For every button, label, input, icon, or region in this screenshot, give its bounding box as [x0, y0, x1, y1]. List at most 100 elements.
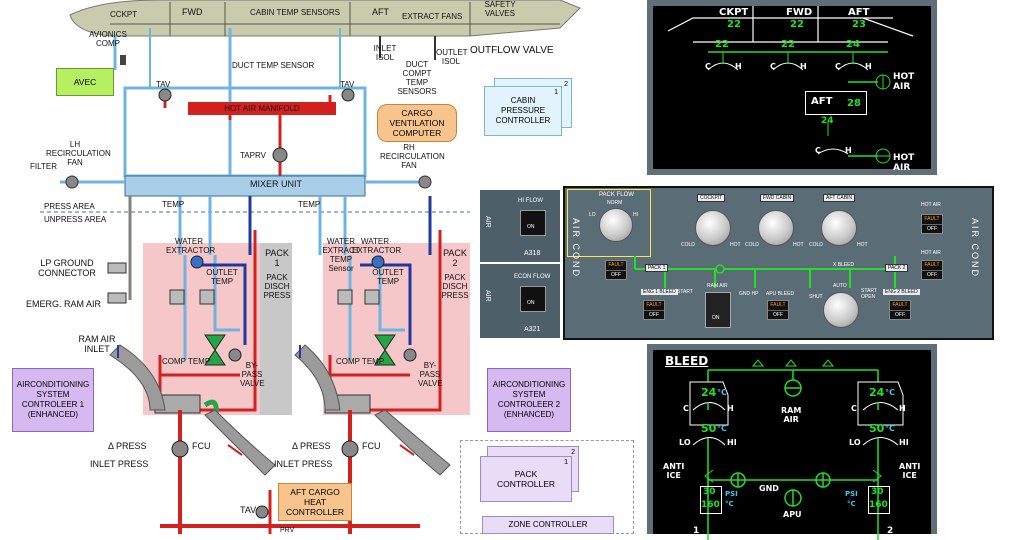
- bleed-ram-air: RAM AIR: [781, 406, 802, 424]
- bleed-degc-label-right: °C: [847, 500, 856, 508]
- cond-hot-air-top: HOT AIR: [893, 72, 915, 92]
- label-duct-compt-temp: DUCT COMPT TEMP SENSORS: [397, 60, 437, 96]
- bleed-left-temp-unit: °C: [717, 388, 727, 397]
- zone-name-fwd: FWD: [786, 7, 813, 18]
- cpc-number-2: 2: [564, 81, 568, 88]
- hot-air-fault: FAULT: [922, 215, 942, 225]
- cabin-pressure-controller-label: CABIN PRESSURE CONTROLLER: [495, 96, 551, 125]
- bleed-right-deg: 160: [869, 500, 888, 510]
- bleed-anti-ice-left: ANTI ICE: [663, 462, 685, 480]
- label-pack-disch-1: PACK DISCH PRESS: [263, 273, 291, 300]
- fwd-cabin-label: FWD CABIN: [760, 194, 795, 202]
- label-delta-press-2: Δ PRESS: [292, 441, 331, 451]
- cond-h-1: H: [735, 62, 742, 71]
- cond-hot-air-bottom: HOT AIR: [893, 153, 915, 173]
- label-delta-press-1: Δ PRESS: [108, 441, 147, 451]
- label-temp-1: TEMP: [162, 200, 185, 209]
- air-cond-left-label: AIR COND: [571, 218, 581, 279]
- label-filter: FILTER: [30, 162, 57, 171]
- label-press-area: PRESS AREA: [44, 202, 95, 211]
- ram-air-label: RAM AIR: [707, 283, 728, 289]
- pack-flow-norm: NORM: [607, 200, 623, 206]
- overhead-green-lines: [634, 256, 896, 288]
- bleed-left-temp: 24: [701, 386, 717, 399]
- cond-c-1: C: [705, 62, 711, 71]
- label-comp-temp-2: COMP TEMP: [336, 357, 385, 366]
- bleed-anti-ice-right: ANTI ICE: [899, 462, 921, 480]
- eng2-bleed-off: OFF: [895, 312, 905, 318]
- label-comp-temp-1: COMP TEMP: [162, 357, 211, 366]
- label-fcu-2: FCU: [362, 441, 381, 451]
- pack1-off: OFF: [611, 272, 621, 278]
- label-pack-1: PACK 1: [265, 248, 289, 268]
- pack-flow-selector[interactable]: [599, 208, 633, 242]
- bleed-right-psi-box: [868, 486, 890, 514]
- a321-air-label: AIR: [484, 290, 491, 302]
- label-outlet-temp-1: OUTLET TEMP: [206, 268, 238, 286]
- label-prv: PRV: [280, 527, 295, 534]
- auto-label: AUTO: [833, 283, 847, 289]
- a321-econ-flow-label: ECON FLOW: [514, 274, 551, 280]
- pack-controller-number-1: 1: [564, 459, 568, 466]
- label-inlet-press-1: INLET PRESS: [90, 459, 149, 469]
- bleed-gnd: GND: [759, 484, 779, 493]
- acsc-1-box: AIRCONDITIONING SYSTEM CONTROLEER 1 (ENH…: [12, 368, 94, 432]
- apu-bleed-off: OFF: [773, 312, 783, 318]
- bleed-apu: APU: [783, 510, 802, 519]
- x-bleed-selector[interactable]: [823, 292, 859, 328]
- label-pack-2: PACK 2: [443, 248, 467, 268]
- cockpit-temp-selector[interactable]: [695, 210, 731, 246]
- hot-air-manifold: HOT AIR MANIFOLD: [188, 102, 336, 115]
- label-water-extractor-2: WATER EXTRACTOR: [352, 237, 402, 255]
- x-bleed-label: X BLEED: [833, 262, 855, 268]
- hot-label-2: HOT: [793, 242, 804, 248]
- label-extract-fans: EXTRACT FANS: [402, 12, 463, 21]
- cond-c-3: C: [835, 62, 841, 71]
- a318-model-label: A318: [524, 250, 541, 257]
- pack-controller-number-2: 2: [571, 449, 575, 456]
- eng1-bleed-label: ENG 1 BLEED: [641, 289, 678, 295]
- label-duct-temp-sensor: DUCT TEMP SENSOR: [232, 61, 315, 70]
- label-avionics-comp: AVIONICS COMP: [89, 30, 127, 48]
- apu-bleed-label: APU BLEED: [766, 291, 795, 297]
- label-water-extractor-1: WATER EXTRACTOR: [166, 237, 216, 255]
- label-water-extract-temp-2: WATER EXTRACT TEMP Sensor: [322, 237, 360, 273]
- bleed-left-deg: 160: [701, 500, 720, 510]
- zone-name-aft: AFT: [848, 7, 870, 18]
- ram-air-guarded-button[interactable]: ON: [705, 292, 731, 328]
- a321-panel: AIR ECON FLOW ON A321: [479, 263, 561, 339]
- label-unpress-area: UNPRESS AREA: [44, 215, 107, 224]
- aft-cargo-label: AFT: [811, 96, 833, 107]
- label-outlet-isol: OUTLET ISOL: [436, 48, 468, 66]
- cold-label-2: COLD: [745, 242, 759, 248]
- label-tav-right: TAV: [340, 80, 355, 89]
- cond-c-2: C: [770, 62, 776, 71]
- bleed-right-temp: 24: [869, 386, 885, 399]
- cabin-pressure-controller-stack: 2 1 CABIN PRESSURE CONTROLLER: [484, 78, 574, 138]
- bleed-right-press: 50: [869, 422, 885, 435]
- bleed-ecam-page: BLEED 24 °C 24 °C C H C H: [647, 344, 937, 540]
- aft-cargo-box: [805, 91, 867, 115]
- pack2-label: PACK 2: [885, 264, 909, 272]
- a318-hi-flow-button[interactable]: ON: [520, 210, 546, 236]
- fuselage: [69, 0, 581, 37]
- label-bypass-1: BY- PASS VALVE: [240, 361, 265, 388]
- a321-econ-flow-button[interactable]: ON: [520, 286, 546, 312]
- start-label-2: START: [861, 288, 877, 294]
- bleed-right-temp-unit: °C: [885, 388, 895, 397]
- pack-controller-box: 1 PACK CONTROLLER: [480, 456, 572, 502]
- bleed-psi-label-left: PSI: [725, 490, 738, 498]
- start-label-1: START: [677, 289, 693, 295]
- label-emerg-ram-air: EMERG. RAM AIR: [26, 299, 102, 309]
- zone-name-ckpt: CKPT: [719, 7, 749, 18]
- fwd-cabin-temp-selector[interactable]: [758, 210, 794, 246]
- aft-cabin-temp-selector[interactable]: [821, 210, 857, 246]
- zone-temp-fwd: 22: [790, 19, 804, 30]
- cpc-front: 1 CABIN PRESSURE CONTROLLER: [484, 86, 562, 136]
